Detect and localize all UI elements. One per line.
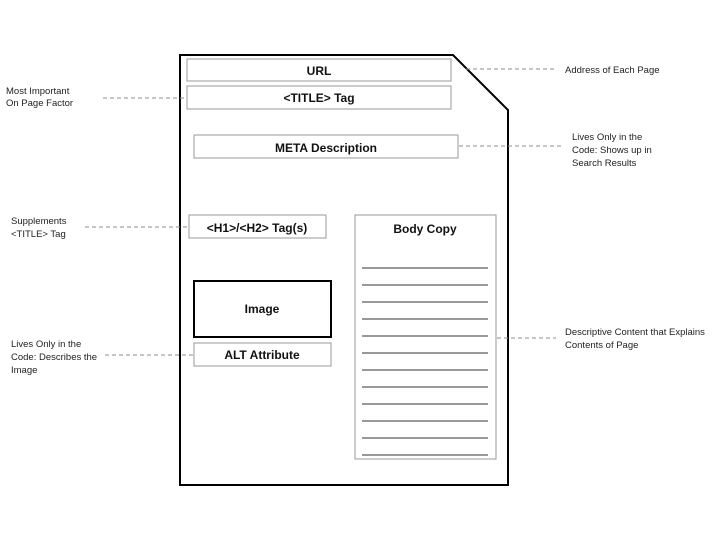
image-label: Image [245, 302, 280, 316]
meta-description-field [193, 134, 459, 159]
url-label: URL [307, 64, 332, 78]
body-copy-box [354, 214, 497, 460]
note-lives-only-image: Lives Only in the Code: Describes the Im… [11, 339, 100, 376]
note-address: Address of Each Page [565, 65, 660, 76]
title-tag-label: <TITLE> Tag [283, 91, 354, 105]
note-descriptive: Descriptive Content that Explains Conten… [565, 327, 708, 351]
note-lives-only-meta: Lives Only in the Code: Shows up in Sear… [572, 132, 654, 169]
note-supplements: Supplements <TITLE> Tag [11, 216, 69, 240]
alt-attribute-label: ALT Attribute [224, 348, 300, 362]
meta-description-label: META Description [275, 141, 377, 155]
image-placeholder [193, 280, 332, 338]
alt-attribute-field [193, 342, 332, 367]
body-copy-label: Body Copy [393, 222, 457, 236]
body-copy-lines [362, 267, 488, 456]
title-tag-field [186, 85, 452, 110]
note-most-important: Most Important On Page Factor [6, 86, 73, 109]
headings-field [188, 214, 327, 239]
url-field [186, 58, 452, 82]
headings-label: <H1>/<H2> Tag(s) [207, 221, 308, 235]
